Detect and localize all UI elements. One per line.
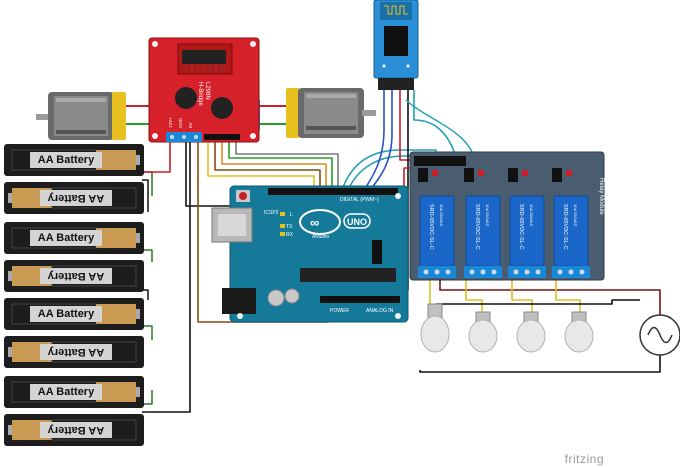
driver-pin-gnd: GND — [178, 117, 183, 128]
battery-2: AA Battery — [4, 182, 144, 214]
relay-module-label: Relay Module — [598, 178, 604, 215]
wire-battery-link-4 — [142, 390, 153, 405]
relay-part-label: SRD-05VDC-SL-C — [428, 204, 434, 250]
battery-8: AA Battery — [4, 414, 144, 446]
battery-label: AA Battery — [47, 424, 104, 436]
relay-2: SRD-05VDC-SL-C 10A 250VAC — [464, 168, 502, 278]
battery-label: AA Battery — [38, 386, 95, 398]
wire-ac-live — [439, 280, 661, 316]
arduino-uno: ∞ UNO Arduino DIGITAL (PWM~) POWER ANALO… — [211, 185, 409, 323]
fritzing-watermark: fritzing — [564, 452, 604, 466]
relay-part-label: SRD-05VDC-SL-C — [562, 204, 568, 250]
wire-battery-negative — [142, 142, 191, 413]
wire-driver-in2 — [214, 140, 321, 188]
wire-relay-signal-2 — [347, 155, 463, 191]
wire-ac-neutral — [419, 354, 661, 373]
lamp-4 — [564, 311, 594, 353]
wire-driver-ena — [235, 140, 339, 188]
wire-lamp-3 — [511, 280, 533, 312]
arduino-power-label: POWER — [330, 308, 349, 314]
battery-label: AA Battery — [47, 346, 104, 358]
wire-battery-positive — [142, 140, 171, 173]
arduino-analog-label: ANALOG IN — [366, 308, 394, 314]
relay-module: SRD-05VDC-SL-C 10A 250VAC SRD-05VDC-SL-C 10… — [409, 151, 605, 281]
lamp-2 — [468, 311, 498, 353]
battery-6: AA Battery — [4, 336, 144, 368]
driver-label-l298n: L298N — [204, 82, 210, 100]
relay-rating-label: 10A 250VAC — [485, 204, 490, 227]
arduino-tx-label: TX — [286, 224, 293, 230]
motor-driver-l298n: L298N H-Bridge 12V+ GND 5V — [148, 37, 260, 143]
relay-3: SRD-05VDC-SL-C 10A 250VAC — [508, 168, 546, 278]
wire-battery-link-6 — [142, 289, 149, 300]
wire-lamp-4 — [555, 280, 581, 312]
battery-7: AA Battery — [4, 376, 144, 408]
wire-battery-link-3 — [142, 325, 153, 340]
bluetooth-module — [373, 0, 419, 90]
driver-label-hbridge: H-Bridge — [197, 82, 203, 106]
wire-driver-in4 — [228, 140, 333, 188]
relay-4: SRD-05VDC-SL-C 10A 250VAC — [552, 168, 590, 278]
wire-battery-link-2 — [142, 249, 153, 262]
arduino-rx-label: RX — [286, 232, 294, 238]
arduino-brand: Arduino — [312, 234, 329, 240]
wire-battery-link-5 — [142, 179, 149, 212]
relay-rating-label: 10A 250VAC — [529, 204, 534, 227]
relay-rating-label: 10A 250VAC — [573, 204, 578, 227]
battery-4: AA Battery — [4, 260, 144, 292]
relay-part-label: SRD-05VDC-SL-C — [474, 204, 480, 250]
arduino-l-label: L — [290, 212, 293, 218]
battery-1: AA Battery — [4, 144, 144, 176]
wire-driver-in3 — [221, 140, 327, 188]
svg-text:∞: ∞ — [310, 215, 319, 230]
wire-driver-in1 — [207, 140, 315, 188]
wire-lamp-2 — [465, 280, 483, 312]
battery-label: AA Battery — [38, 154, 95, 166]
battery-label: AA Battery — [47, 192, 104, 204]
battery-label: AA Battery — [47, 270, 104, 282]
arduino-header-label: DIGITAL (PWM~) — [340, 197, 379, 203]
lamp-group — [420, 303, 594, 353]
relay-1: SRD-05VDC-SL-C 10A 250VAC — [418, 168, 456, 278]
lamp-3 — [516, 311, 546, 353]
motor-left — [36, 92, 162, 140]
battery-label: AA Battery — [38, 308, 95, 320]
battery-pack: AA Battery AA Battery AA Battery AA Battery… — [4, 144, 144, 446]
driver-pin-5v: 5V — [188, 122, 193, 128]
lamp-1 — [420, 303, 450, 353]
wire-lamp-neutral — [436, 299, 640, 305]
relay-part-label: SRD-05VDC-SL-C — [518, 204, 524, 250]
battery-5: AA Battery — [4, 298, 144, 330]
driver-pin-12v: 12V+ — [168, 117, 173, 128]
ac-source-icon — [639, 314, 680, 356]
arduino-model: UNO — [347, 217, 367, 227]
motor-right — [248, 88, 376, 138]
relay-rating-label: 10A 250VAC — [439, 204, 444, 227]
battery-3: AA Battery — [4, 222, 144, 254]
arduino-icsp-label: ICSP2 — [264, 210, 279, 216]
battery-label: AA Battery — [38, 232, 95, 244]
